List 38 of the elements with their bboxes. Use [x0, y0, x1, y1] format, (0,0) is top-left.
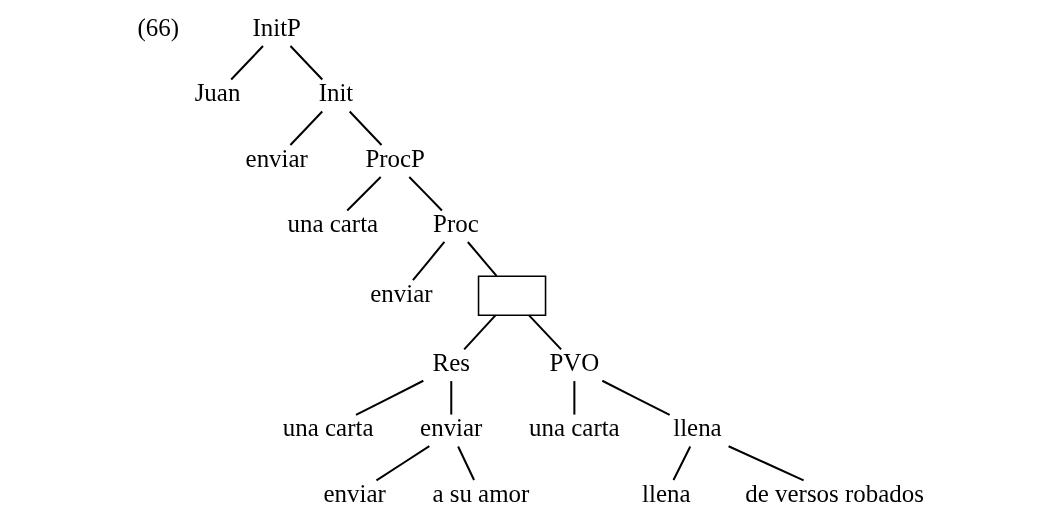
- connector: [727, 445, 804, 482]
- node-text: enviar: [369, 279, 433, 307]
- node-text: una carta: [282, 414, 373, 442]
- node-text: llena: [672, 414, 722, 442]
- connector: [348, 110, 382, 146]
- node-text: una carta: [287, 210, 378, 238]
- connector: [572, 381, 575, 415]
- connector: [355, 379, 424, 416]
- node-text: de versos robados: [744, 479, 924, 507]
- node-text: PVO: [548, 348, 599, 376]
- connector: [375, 445, 430, 482]
- connector: [672, 446, 691, 481]
- node-text: una carta: [528, 414, 620, 442]
- connector: [456, 446, 475, 481]
- node-text: ProcP: [364, 144, 425, 172]
- node-text: Init: [318, 79, 353, 107]
- node-text: enviar: [323, 479, 386, 507]
- connector: [289, 110, 323, 146]
- connector: [408, 176, 443, 212]
- connector: [449, 381, 452, 415]
- label: (66): [137, 13, 179, 41]
- node-box: [477, 275, 546, 316]
- node-text: Juan: [194, 79, 240, 107]
- node-text: Res: [432, 348, 470, 376]
- connector: [462, 314, 496, 351]
- node-text: a su amor: [431, 479, 529, 507]
- connector: [601, 379, 670, 416]
- connector: [229, 45, 264, 81]
- connector: [527, 314, 562, 351]
- connector: [346, 176, 381, 212]
- connector: [466, 241, 497, 277]
- connector: [289, 45, 323, 81]
- node-text: InitP: [252, 13, 301, 41]
- node-text: Proc: [432, 210, 479, 238]
- node-text: enviar: [419, 414, 482, 442]
- node-text: enviar: [245, 144, 308, 172]
- connector: [411, 241, 445, 281]
- node-text: llena: [641, 479, 691, 507]
